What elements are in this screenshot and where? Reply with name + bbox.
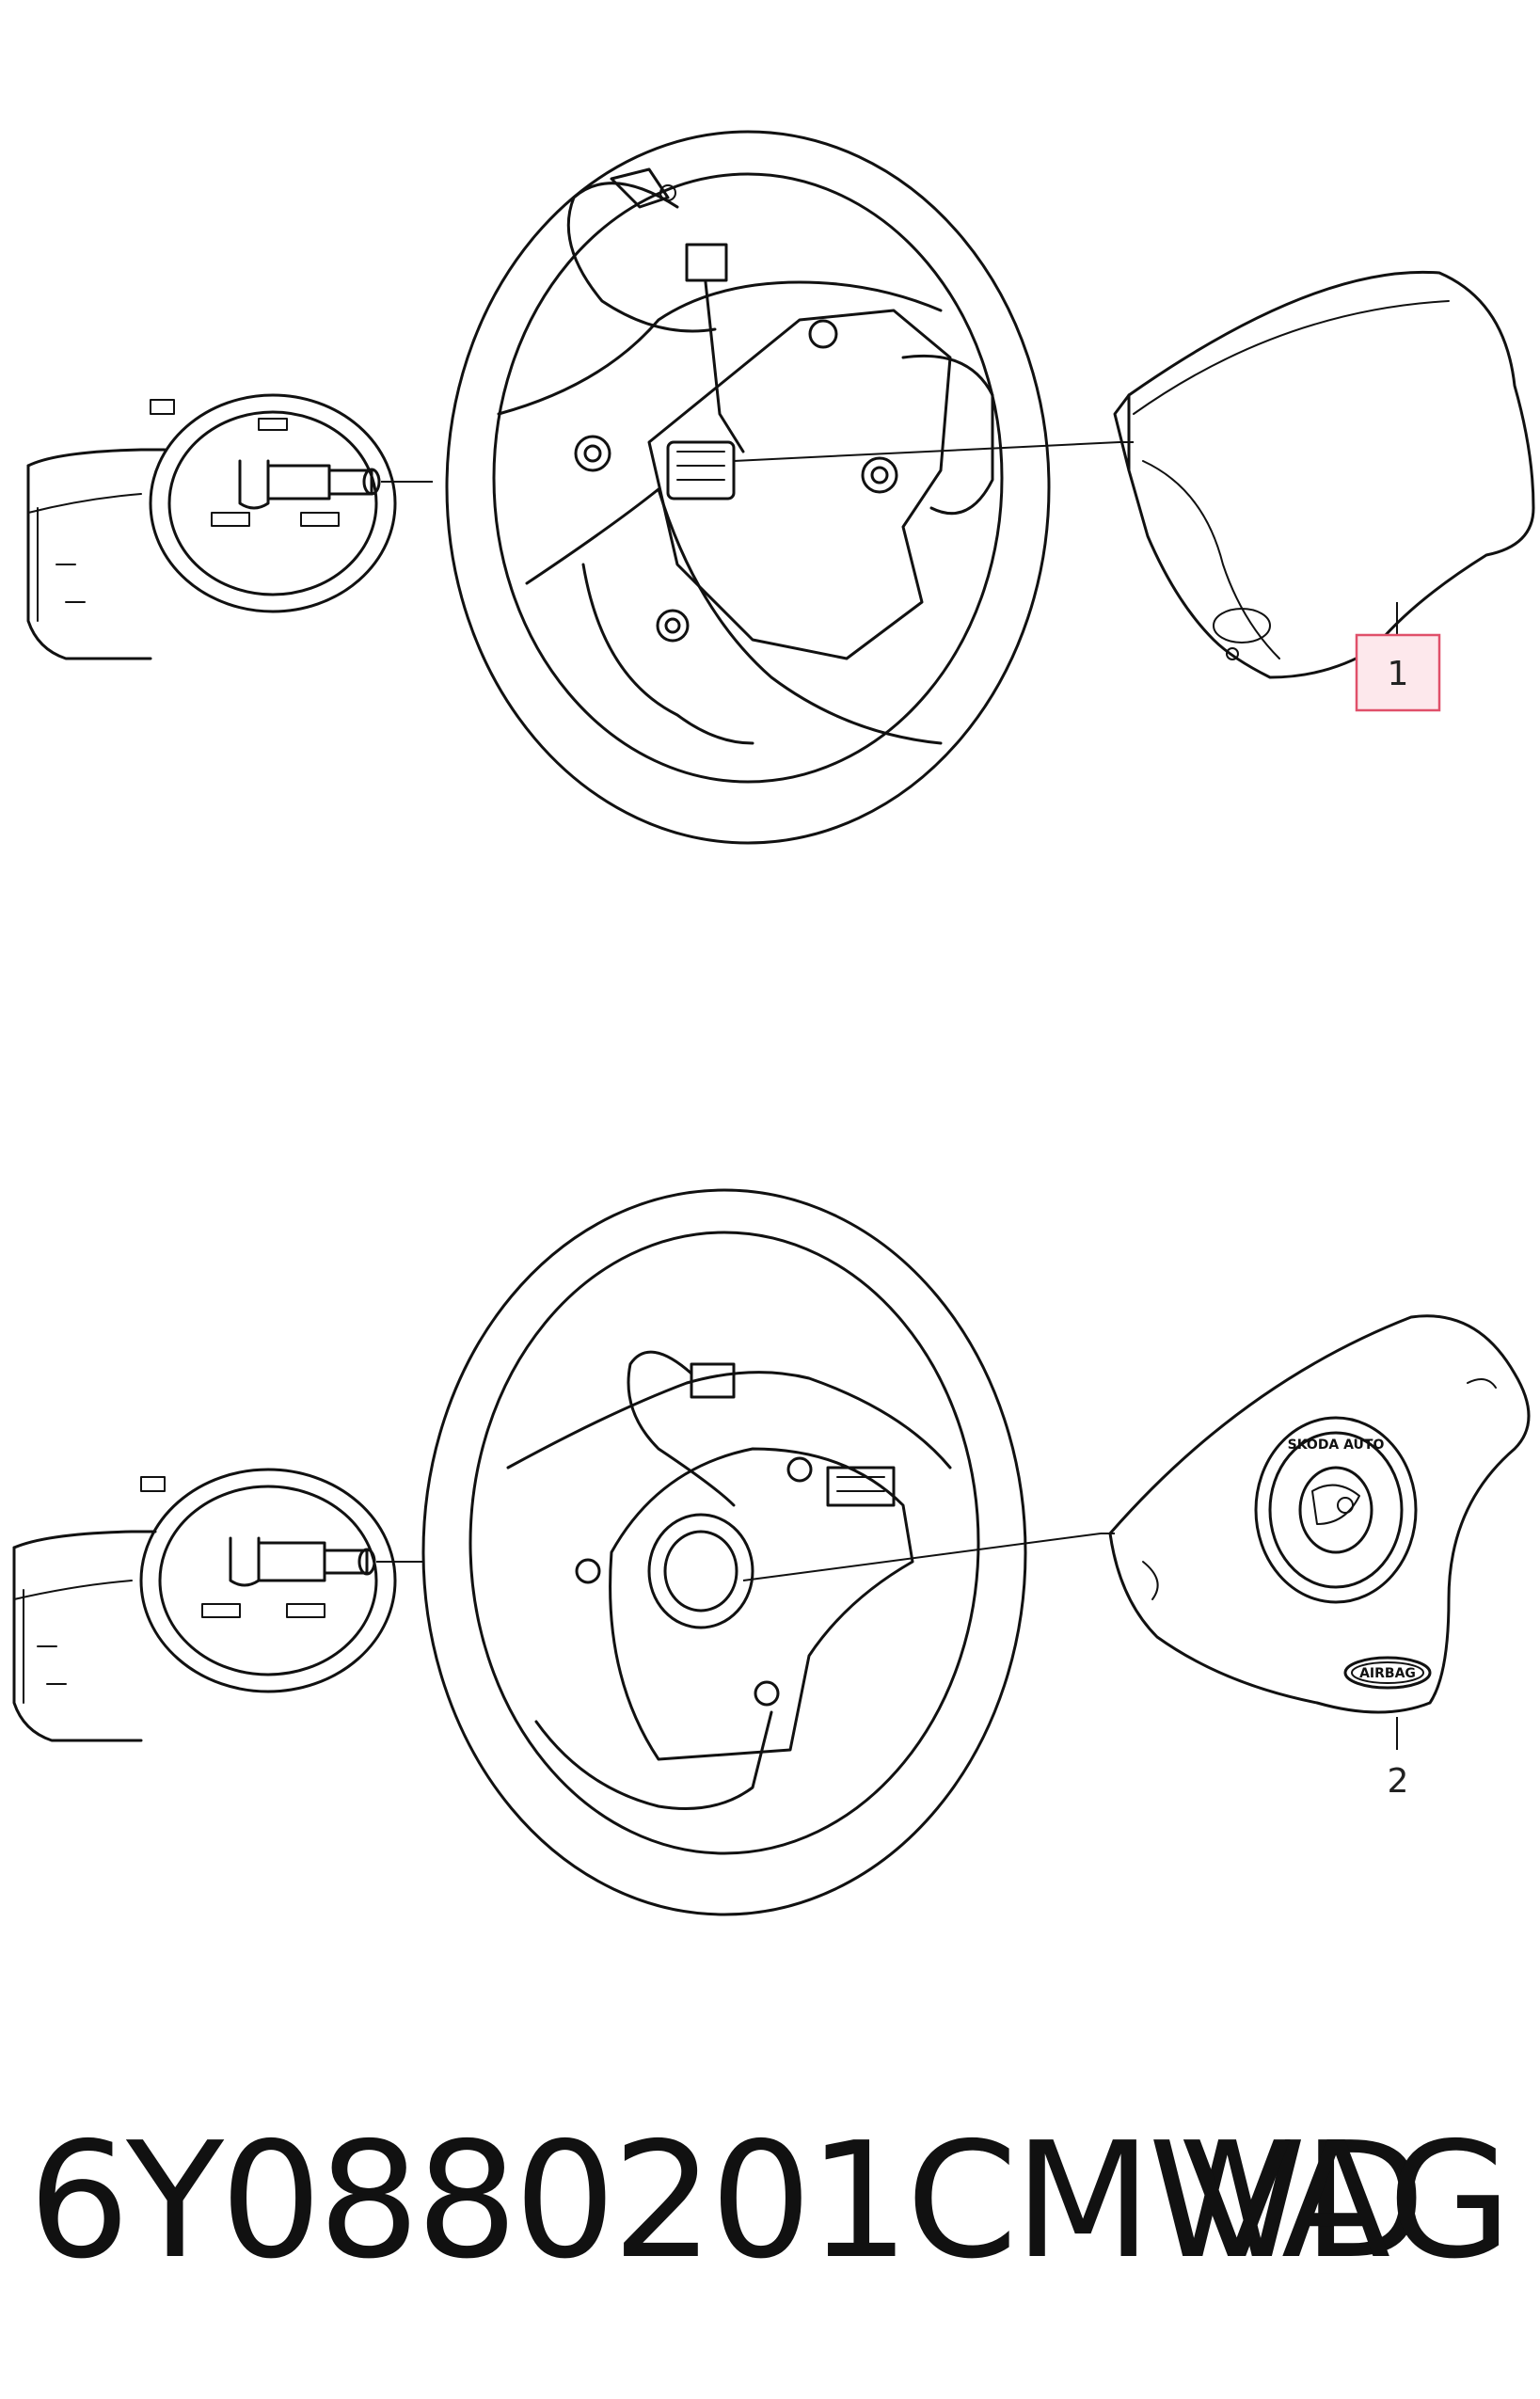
bottom-assembly: SKODA AUTO AIRBAG 2: [12, 1188, 1531, 1916]
callout-2: 2: [1388, 1762, 1409, 1801]
emblem-ring: [1254, 1416, 1418, 1604]
callout-1-label: 1: [1388, 655, 1409, 693]
top-assembly: 1: [26, 130, 1535, 845]
part-number: 6Y0880201CMWD: [28, 2108, 1425, 2295]
exploded-parts-diagram: 1: [12, 130, 1535, 1916]
airbag-module-top: [1113, 270, 1535, 679]
callout-1: 1: [1355, 633, 1441, 712]
airbag-badge: [1343, 1656, 1432, 1690]
airbag-module-bottom: SKODA AUTO AIRBAG: [1101, 1314, 1531, 1750]
airbag-label: AIRBAG: [1359, 1666, 1416, 1681]
callout-highlight-box: [1355, 633, 1441, 712]
steering-wheel-top: [445, 130, 1120, 845]
steering-column-bottom: [12, 1468, 423, 1742]
steering-column-top: [26, 393, 433, 660]
steering-wheel-bottom: [421, 1188, 1102, 1916]
brand-name: VAG: [1182, 2108, 1512, 2295]
callout-2-label: 2: [1388, 1762, 1409, 1801]
emblem-text: SKODA AUTO: [1288, 1438, 1385, 1453]
